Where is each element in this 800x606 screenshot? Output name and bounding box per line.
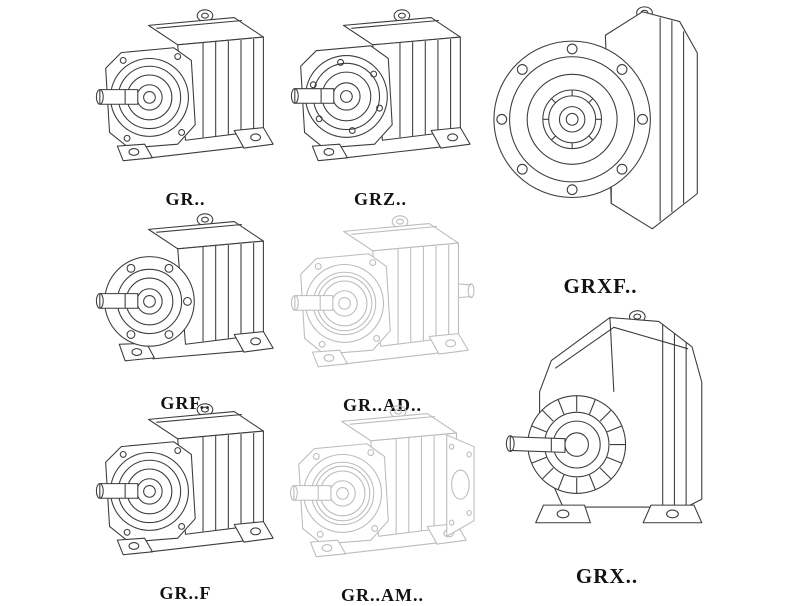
figure-grad: GR..AD..	[285, 208, 480, 416]
grad-input-adapter-gearbox-drawing	[290, 215, 475, 368]
figure-gr: GR..	[88, 2, 283, 210]
model-label: GRX..	[575, 564, 639, 588]
grz-helical-gearbox-drawing	[290, 9, 471, 162]
model-label: GR..F	[159, 583, 212, 603]
model-label: GR..AM..	[341, 585, 424, 605]
figure-grz: GRZ..	[283, 2, 478, 210]
grxf-flange-gearbox-drawing	[493, 6, 698, 230]
model-label: GRZ..	[353, 189, 407, 209]
gram-motor-adapter-gearbox-drawing	[289, 405, 475, 558]
model-label: GR..	[165, 189, 206, 209]
figure-grx: GRX..	[492, 298, 722, 589]
figure-grf: GRF..	[88, 206, 283, 414]
figure-grf-shaft: GR..F	[88, 396, 283, 604]
grf-flange-foot-gearbox-drawing	[95, 213, 274, 362]
model-label: GRXF..	[563, 274, 638, 298]
figure-grxf: GRXF..	[488, 2, 713, 299]
figure-gram: GR..AM..	[285, 398, 480, 606]
gr-helical-gearbox-drawing	[95, 9, 274, 162]
grx-foot-gearbox-drawing	[505, 310, 703, 524]
grf-shaft-gearbox-drawing	[95, 403, 274, 556]
